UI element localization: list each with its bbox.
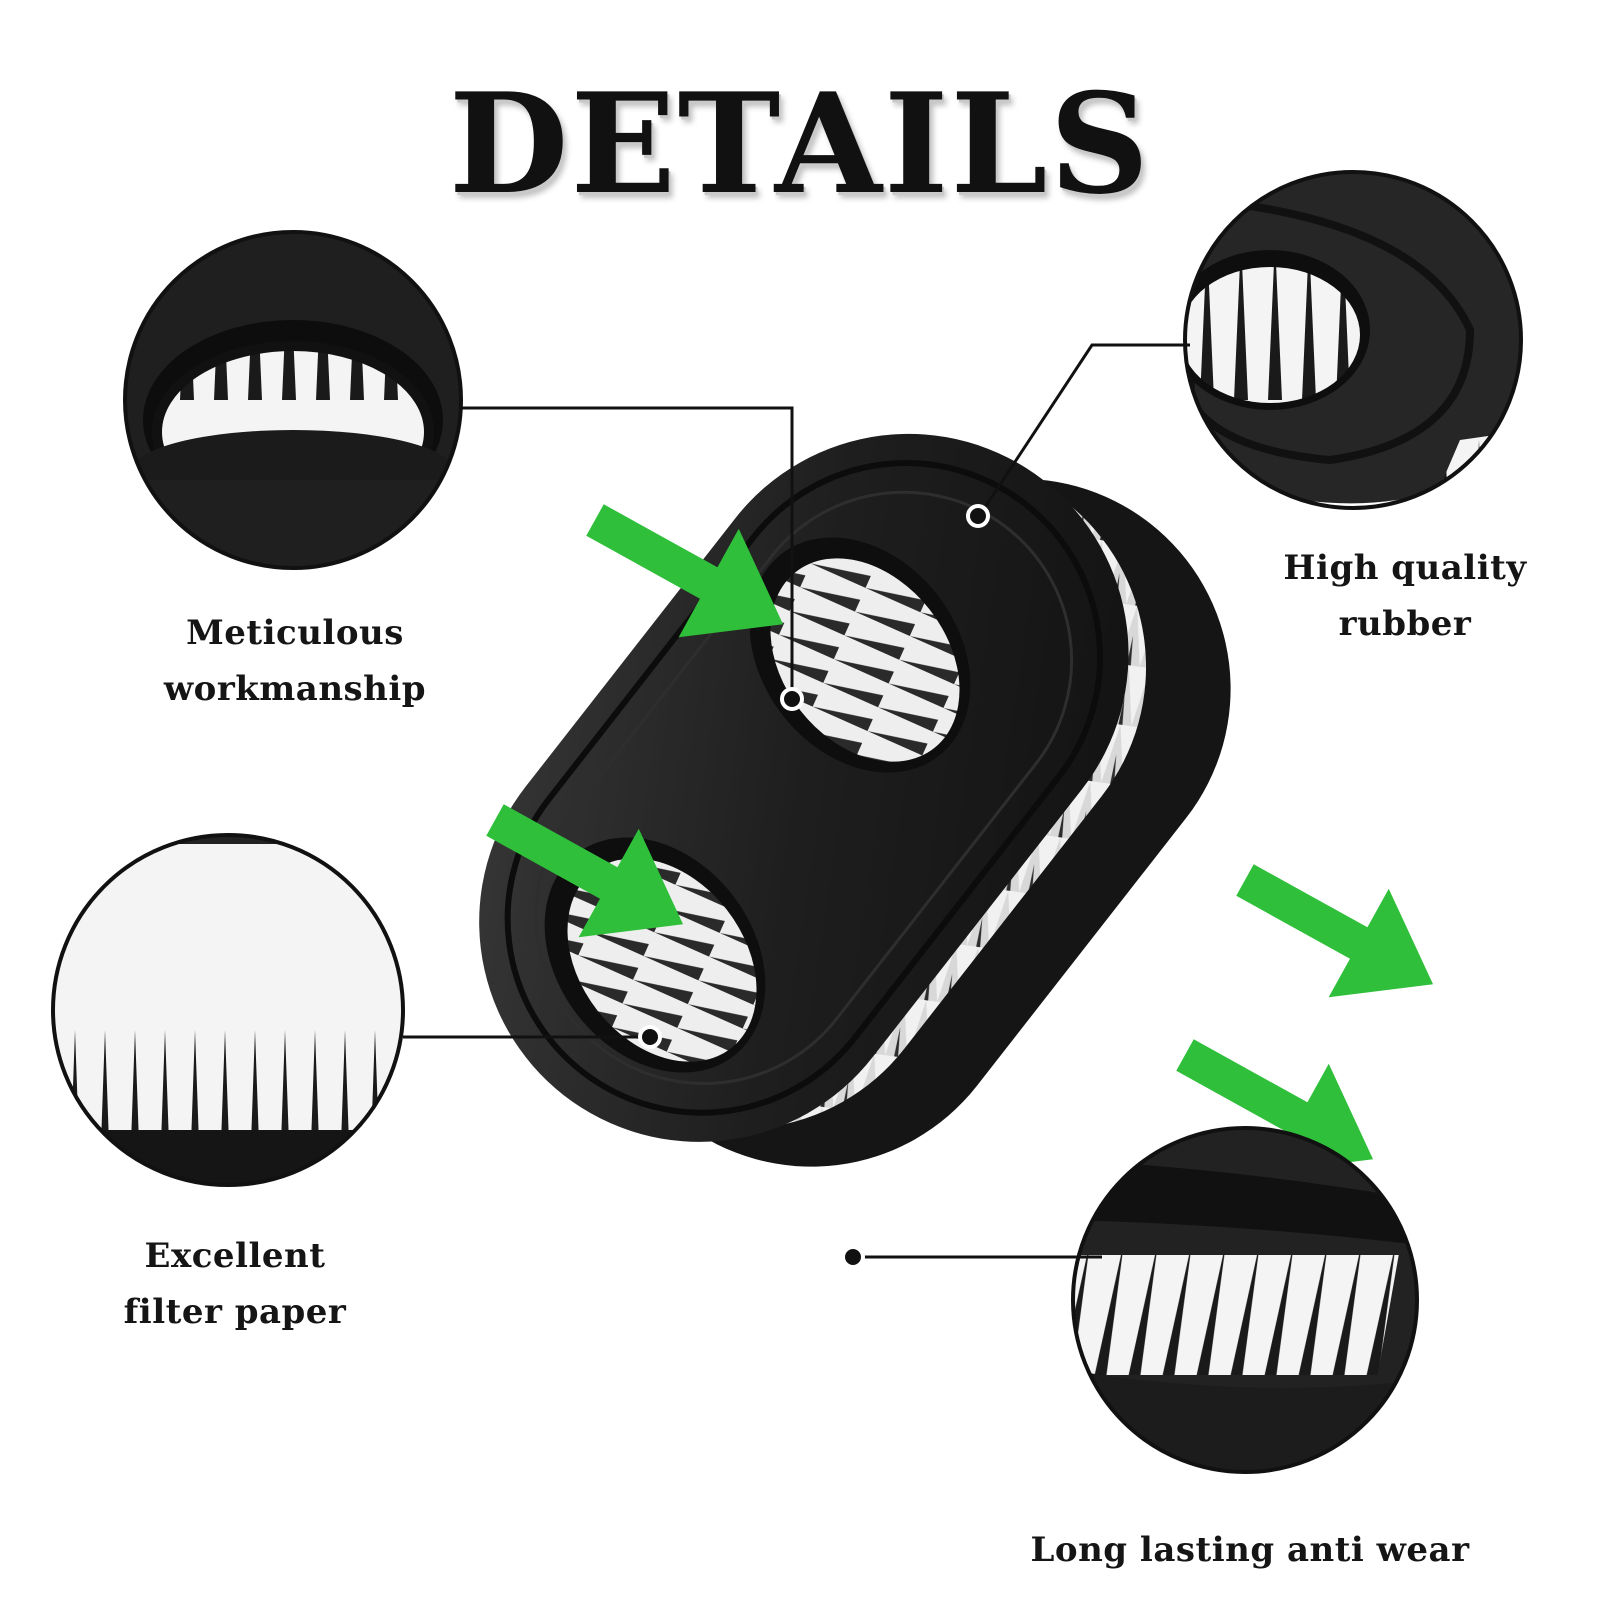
label-filter-paper-line2: filter paper bbox=[123, 1292, 347, 1332]
label-rubber-line1: High quality bbox=[1283, 548, 1527, 588]
page-title: DETAILS bbox=[448, 62, 1152, 225]
dot-rubber bbox=[966, 504, 990, 528]
airflow-arrows bbox=[486, 504, 1434, 1173]
zoom-circle-rubber bbox=[1183, 170, 1523, 510]
label-anti-wear: Long lasting anti wear bbox=[1000, 1522, 1500, 1578]
label-workmanship-line1: Meticulous bbox=[186, 613, 404, 653]
leader-rubber bbox=[976, 343, 1190, 519]
callout-dots bbox=[638, 504, 990, 1269]
dot-anti-wear bbox=[841, 1245, 865, 1269]
label-filter-paper: Excellent filter paper bbox=[85, 1228, 385, 1340]
filter-hole-upper bbox=[749, 537, 971, 773]
air-filter bbox=[479, 433, 1231, 1167]
label-rubber: High quality rubber bbox=[1255, 540, 1555, 652]
label-anti-wear-line1: Long lasting anti wear bbox=[1030, 1530, 1470, 1570]
callout-leaders bbox=[403, 343, 1190, 1259]
dot-filter-paper bbox=[638, 1025, 662, 1049]
label-workmanship-line2: workmanship bbox=[163, 669, 427, 709]
label-filter-paper-line1: Excellent bbox=[144, 1236, 326, 1276]
leader-workmanship bbox=[461, 406, 794, 697]
zoom-circle-anti-wear bbox=[1071, 1126, 1419, 1474]
zoom-circle-filter-paper bbox=[51, 833, 405, 1187]
label-rubber-line2: rubber bbox=[1338, 604, 1472, 644]
label-workmanship: Meticulous workmanship bbox=[140, 605, 450, 717]
dot-workmanship bbox=[780, 687, 804, 711]
zoom-circle-workmanship bbox=[123, 230, 463, 570]
